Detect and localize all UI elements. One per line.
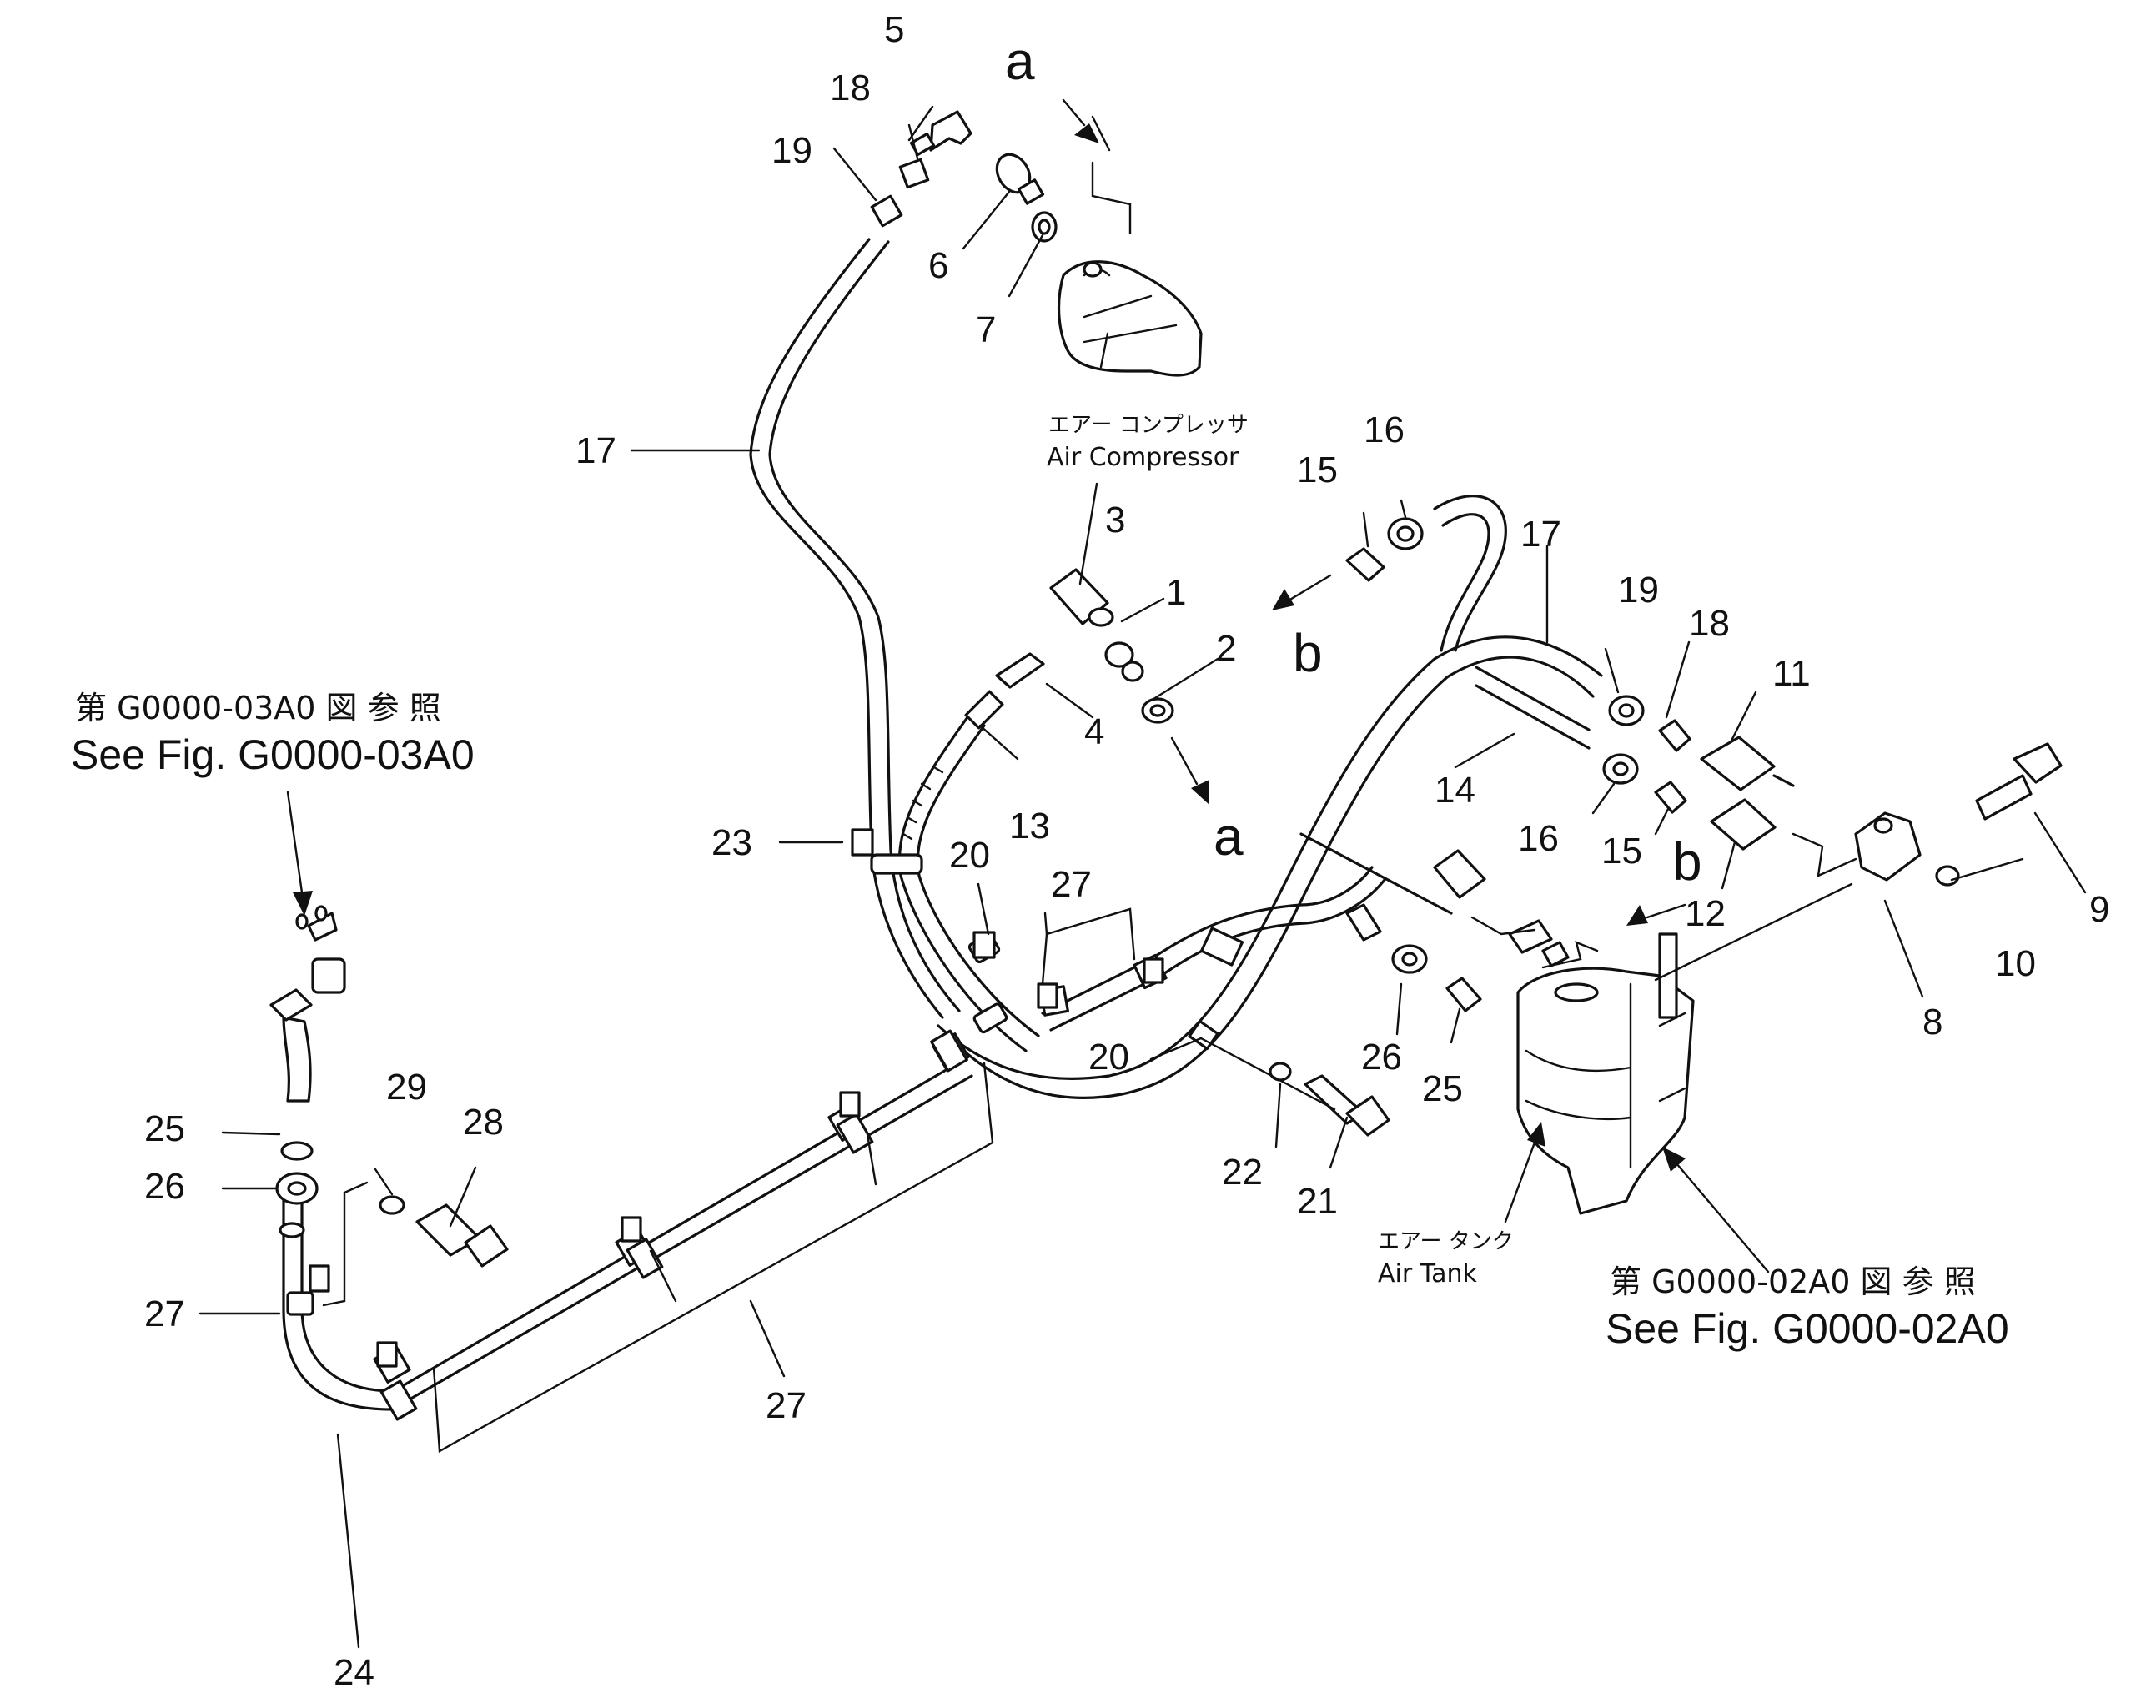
fittings-15-16-upper <box>1345 517 1424 582</box>
callout-12: 12 <box>1685 893 1726 934</box>
callout-24: 24 <box>334 1652 374 1693</box>
fittings-11-12-19-18 <box>1602 695 1795 851</box>
callout-8: 8 <box>1922 1002 1942 1042</box>
callout-15-upper: 15 <box>1297 450 1338 490</box>
view-letters: a b a b <box>1005 31 1702 892</box>
hose-16-upper <box>1433 495 1507 652</box>
air-tank-label-jp: エアー タンク <box>1378 1229 1514 1254</box>
tube-27-middle <box>1041 866 1386 1032</box>
callout-16-upper: 16 <box>1364 409 1405 450</box>
callout-5: 5 <box>884 9 904 50</box>
compressor-fittings <box>870 110 1058 243</box>
view-letter-a-middle: a <box>1214 806 1244 867</box>
air-compressor-label: Air Compressor <box>1047 443 1239 472</box>
callout-27-middle: 27 <box>1051 864 1092 905</box>
callout-15-lower: 15 <box>1601 831 1642 872</box>
callout-20-upper: 20 <box>949 835 990 876</box>
fittings-26-25-tank <box>1345 849 1570 1012</box>
air-tank-label: Air Tank <box>1378 1259 1477 1289</box>
fittings-22-21 <box>1269 1062 1390 1137</box>
callout-18-right: 18 <box>1689 603 1730 644</box>
callout-10: 10 <box>1995 943 2036 984</box>
callout-11: 11 <box>1772 653 1811 694</box>
callout-13: 13 <box>1009 806 1050 846</box>
view-letter-b-lower: b <box>1672 831 1702 892</box>
reference-left-jp: 第 G0000-03A0 図 参 照 <box>75 690 441 726</box>
water-separator-fitting <box>269 905 346 1238</box>
component-labels: エアー コンプレッサ Air Compressor エアー タンク Air Ta… <box>1047 413 1514 1289</box>
figure-references: 第 G0000-03A0 図 参 照 See Fig. G0000-03A0 第… <box>71 690 2009 1352</box>
callout-6: 6 <box>928 245 948 286</box>
block-8-bolt-9 <box>1854 742 2063 887</box>
callout-28: 28 <box>463 1102 504 1143</box>
tube-24 <box>282 1056 973 1411</box>
callout-26-left: 26 <box>144 1166 185 1207</box>
callout-19-upper: 19 <box>771 130 812 171</box>
clamps <box>286 828 1244 1421</box>
fittings-1-2-3-4 <box>964 568 1174 730</box>
callout-7: 7 <box>976 309 996 350</box>
hose-17-left <box>749 238 961 1019</box>
callout-1: 1 <box>1166 572 1186 613</box>
callout-27-left: 27 <box>144 1294 185 1334</box>
reference-left: See Fig. G0000-03A0 <box>71 731 475 778</box>
air-tank <box>1516 932 1695 1215</box>
callout-17-right: 17 <box>1520 514 1561 555</box>
arrows <box>286 98 1770 1273</box>
callout-25-left: 25 <box>144 1108 185 1149</box>
leader-lines <box>199 105 2087 1649</box>
air-compressor-label-jp: エアー コンプレッサ <box>1048 413 1249 438</box>
callout-2: 2 <box>1216 628 1236 669</box>
callout-4: 4 <box>1084 711 1104 752</box>
reference-right: See Fig. G0000-02A0 <box>1606 1305 2009 1352</box>
callout-16-lower: 16 <box>1518 818 1559 859</box>
callout-26-right: 26 <box>1361 1037 1402 1078</box>
callout-14: 14 <box>1435 770 1475 811</box>
callout-19-right: 19 <box>1618 570 1659 610</box>
callout-9: 9 <box>2089 889 2109 930</box>
hose-13 <box>897 716 1040 1052</box>
callout-21: 21 <box>1297 1181 1338 1222</box>
callout-22: 22 <box>1222 1152 1263 1193</box>
callout-29: 29 <box>386 1067 427 1108</box>
callout-25-right: 25 <box>1422 1068 1463 1109</box>
reference-right-jp: 第 G0000-02A0 図 参 照 <box>1610 1263 1976 1300</box>
view-letter-a-top: a <box>1005 31 1035 91</box>
callout-27-lower: 27 <box>766 1385 807 1426</box>
callout-17-left: 17 <box>575 430 616 471</box>
air-compressor <box>1057 260 1203 377</box>
callout-3: 3 <box>1105 500 1125 540</box>
callout-23: 23 <box>711 822 752 863</box>
callout-numbers: 5 18 19 6 7 17 16 15 3 17 1 19 18 2 11 4… <box>144 9 2109 1693</box>
view-letter-b-upper: b <box>1293 623 1323 683</box>
hose-17-right <box>937 635 1603 1099</box>
callout-20-lower: 20 <box>1088 1037 1129 1078</box>
callout-18-upper: 18 <box>830 68 871 108</box>
fittings-29-28 <box>379 1195 509 1268</box>
tube-14 <box>1299 666 1591 915</box>
